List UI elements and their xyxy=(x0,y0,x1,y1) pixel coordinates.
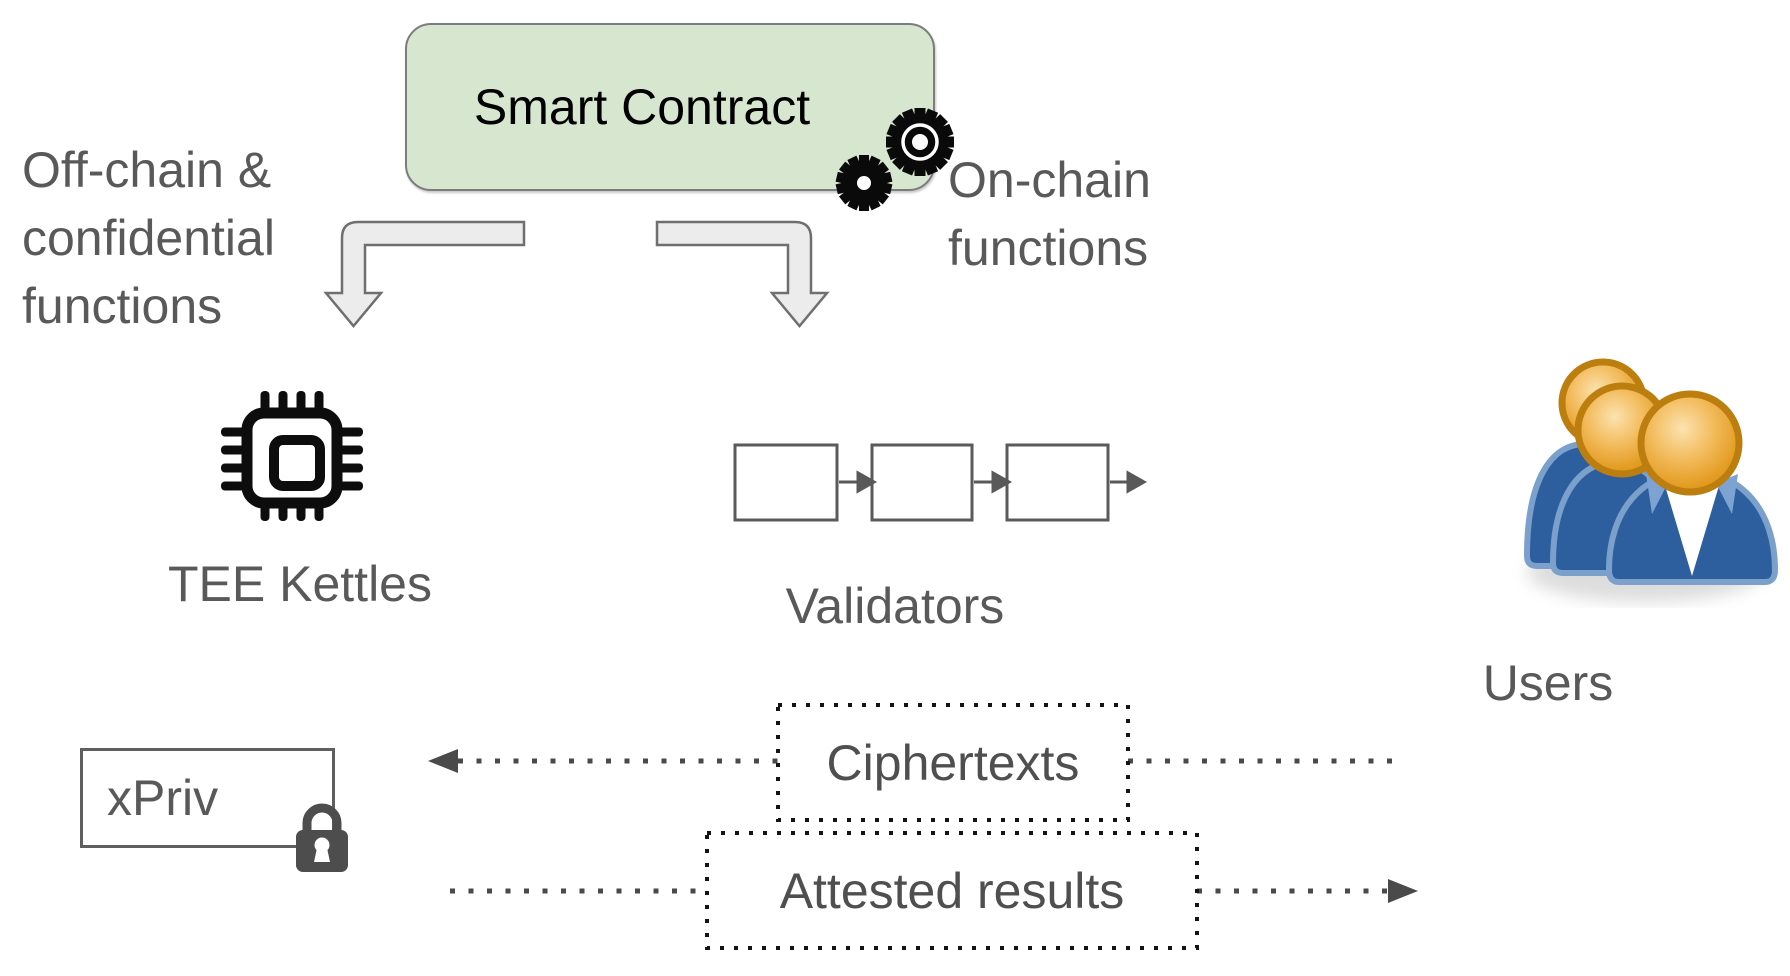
users-label: Users xyxy=(1482,655,1614,711)
validators-label: Validators xyxy=(785,578,1005,634)
smart-contract-label: Smart Contract xyxy=(473,79,811,135)
cpu-chip-icon xyxy=(221,391,363,521)
ciphertexts-label: Ciphertexts xyxy=(826,734,1080,791)
attested-results-label: Attested results xyxy=(779,862,1125,919)
offchain-branch-arrow xyxy=(323,220,526,328)
smart-contract-box: Smart Contract xyxy=(405,23,935,191)
block-3 xyxy=(1005,443,1110,522)
blockchain-blocks-icon xyxy=(733,443,1148,522)
tee-kettles-label: TEE Kettles xyxy=(168,556,432,612)
right-arrowhead xyxy=(1388,879,1418,903)
xpriv-label: xPriv xyxy=(107,770,219,826)
onchain-functions-label: On-chain functions xyxy=(948,152,1151,276)
users-group-icon xyxy=(1523,358,1779,602)
left-arrowhead xyxy=(428,749,458,773)
onchain-branch-arrow xyxy=(655,220,830,328)
block-1 xyxy=(733,443,839,522)
offchain-functions-label: Off-chain & confidential functions xyxy=(22,142,275,334)
block-2 xyxy=(870,443,974,522)
xpriv-key-box: xPriv xyxy=(80,748,335,848)
